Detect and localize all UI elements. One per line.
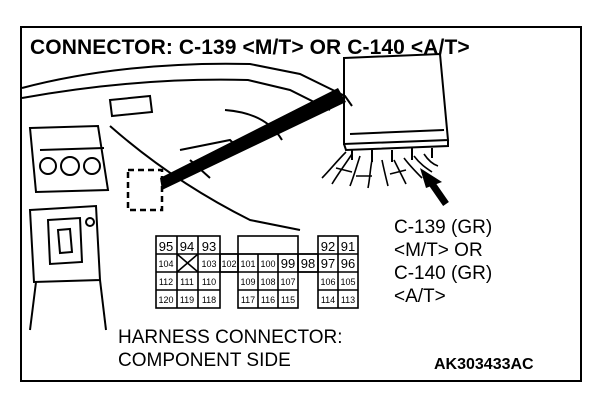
pin-103: 103 — [201, 259, 216, 269]
pin-93: 93 — [202, 239, 216, 254]
pin-107: 107 — [280, 277, 295, 287]
pin-100: 100 — [260, 259, 275, 269]
leader-wedge — [160, 88, 346, 190]
figure-code: AK303433AC — [434, 356, 534, 373]
harness-caption-line2: COMPONENT SIDE — [118, 350, 291, 371]
pin-113: 113 — [341, 295, 355, 305]
shifter-gate — [46, 216, 84, 266]
pin-96: 96 — [341, 256, 355, 271]
ecu-connector-rail — [349, 129, 445, 135]
dial-center — [60, 156, 80, 176]
pin-92: 92 — [321, 239, 335, 254]
pin-94: 94 — [180, 239, 194, 254]
pin-118: 118 — [202, 295, 216, 305]
pin-106: 106 — [320, 277, 335, 287]
dial-right — [83, 157, 101, 175]
pin-101: 101 — [240, 259, 255, 269]
pin-104: 104 — [158, 259, 173, 269]
pin-115: 115 — [281, 295, 295, 305]
dash-right-curve — [224, 109, 283, 141]
pin-111: 111 — [180, 277, 194, 287]
ecu-bottom-edge — [343, 140, 449, 152]
pointer-arrow-head — [420, 168, 442, 188]
dash-vent — [108, 94, 154, 118]
pin-110: 110 — [202, 277, 216, 287]
pin-98: 98 — [301, 256, 315, 271]
dash-upper-line — [21, 78, 331, 111]
tunnel-line-right — [99, 279, 107, 331]
dial-left — [39, 157, 57, 175]
wire-harness-drawing — [321, 151, 439, 189]
pin-117: 117 — [241, 295, 255, 305]
pin-102: 102 — [221, 259, 236, 269]
dash-top-edge — [21, 62, 353, 107]
center-console-panel — [28, 124, 110, 194]
pin-105: 105 — [340, 277, 355, 287]
pin-99: 99 — [281, 256, 295, 271]
console-line — [39, 147, 105, 151]
connector-callout: C-139 (GR) <M/T> OR C-140 (GR) <A/T> — [394, 217, 493, 307]
shifter-slot — [56, 227, 74, 255]
glovebox-curve — [109, 125, 301, 231]
pin-119: 119 — [180, 295, 194, 305]
pin-109: 109 — [240, 277, 255, 287]
pin-97: 97 — [321, 256, 335, 271]
pin-116: 116 — [261, 295, 275, 305]
harness-caption-line1: HARNESS CONNECTOR: — [118, 327, 343, 348]
figure-frame — [20, 26, 582, 382]
pin-108: 108 — [260, 277, 275, 287]
tunnel-line-left — [29, 281, 37, 331]
pin-120: 120 — [158, 295, 173, 305]
shifter-button — [85, 217, 95, 227]
pin-114: 114 — [321, 295, 335, 305]
pin-91: 91 — [341, 239, 355, 254]
pin-95: 95 — [159, 239, 173, 254]
pin-112: 112 — [159, 277, 173, 287]
connector-title: CONNECTOR: C-139 <M/T> OR C-140 <A/T> — [30, 36, 470, 59]
